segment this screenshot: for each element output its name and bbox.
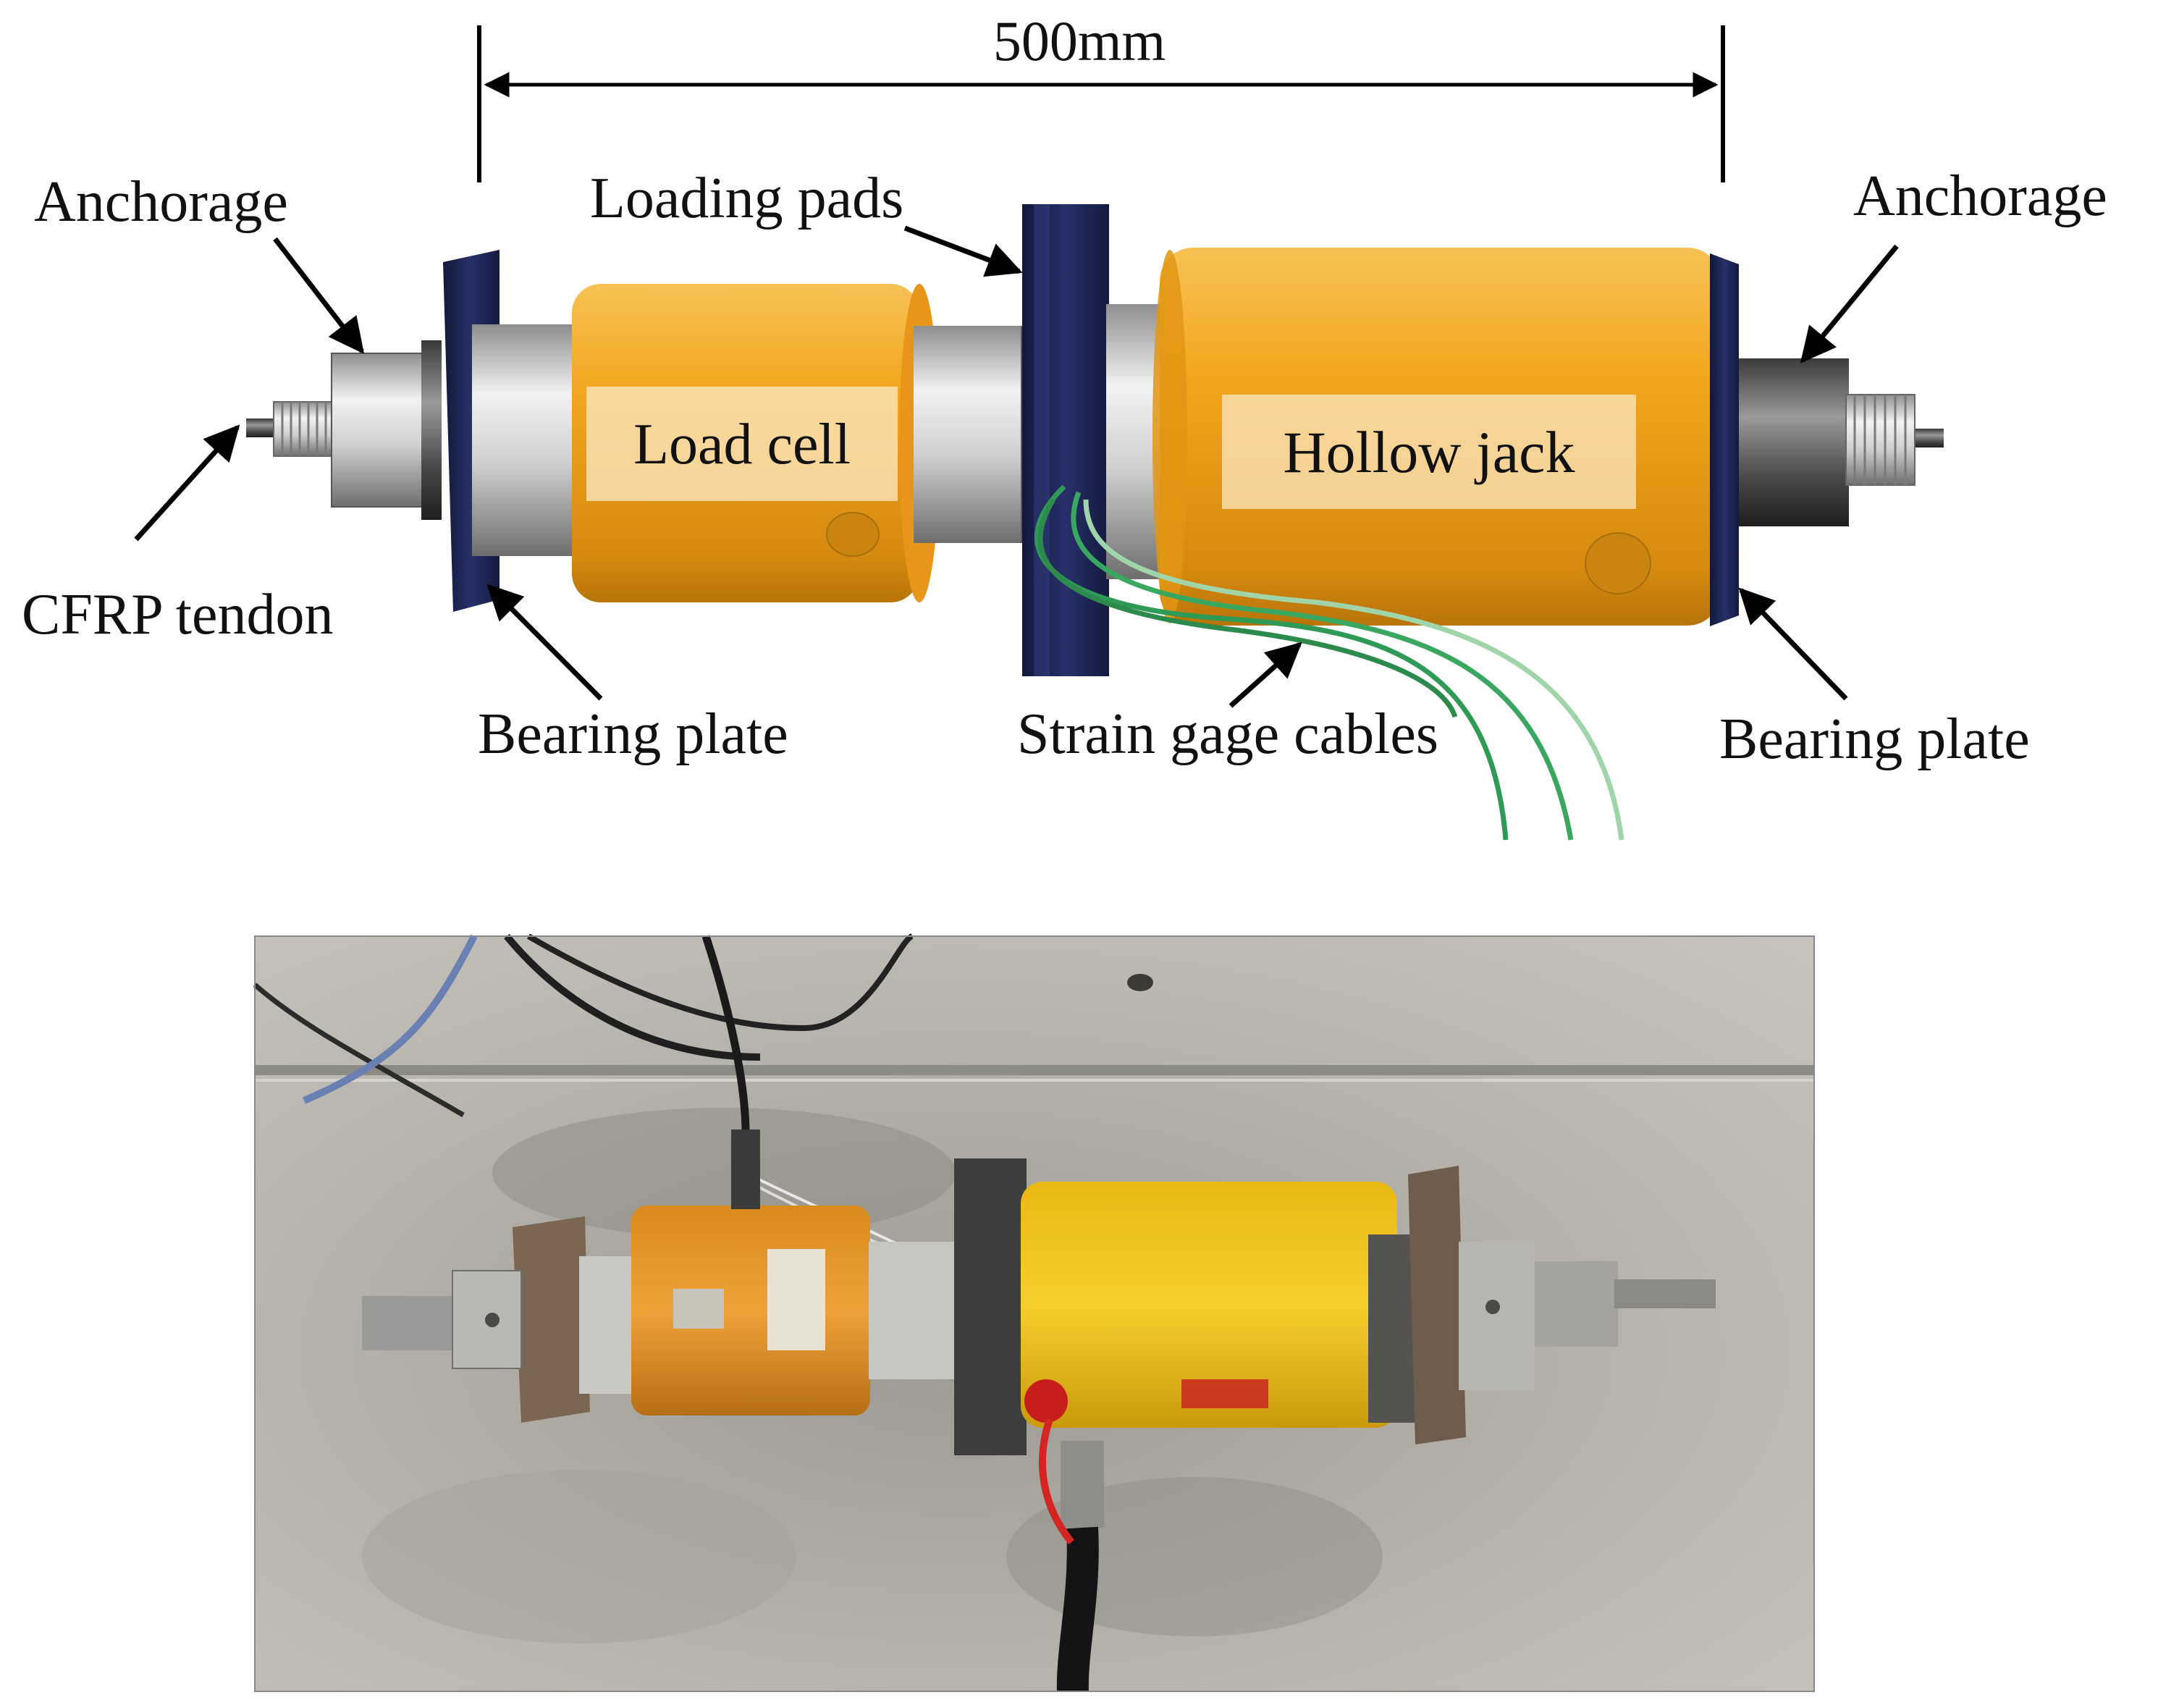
cfrp-tendon-arrow: [134, 424, 240, 542]
right-bearing-plate: [1710, 253, 1739, 626]
pointer-arrows: [134, 225, 1899, 708]
anchorage-right-arrow: [1800, 244, 1899, 363]
bearing-plate-right-arrow: [1738, 587, 1848, 701]
hollow-jack: Hollow jack: [1106, 248, 1721, 626]
strain-gage-cables-label: Strain gage cables: [1017, 702, 1438, 766]
dimension-line: 500mm: [477, 9, 1725, 182]
load-cell-assembly: Load cell: [472, 284, 1029, 602]
right-anchorage: [1739, 358, 1915, 526]
left-anchorage: [273, 340, 442, 520]
load-cell-label: Load cell: [633, 413, 851, 476]
photo-hydraulic-hose: [1039, 1418, 1104, 1692]
schematic-diagram: 500mm: [22, 9, 2107, 841]
setup-photograph: [253, 933, 1815, 1692]
anchorage-right-label: Anchorage: [1853, 164, 2107, 228]
hollow-jack-label-box: [1222, 395, 1636, 509]
cfrp-tendon-label: CFRP tendon: [22, 583, 333, 647]
dimension-label: 500mm: [993, 9, 1166, 72]
load-cell-label-box: [586, 387, 898, 501]
loading-pad: [1022, 204, 1109, 676]
hollow-jack-label: Hollow jack: [1283, 419, 1575, 485]
strain-gage-cables: [1034, 484, 1624, 841]
loading-pads-label: Loading pads: [590, 167, 903, 230]
bearing-plate-left-arrow: [486, 584, 603, 701]
loading-pads-arrow: [903, 225, 1023, 277]
strain-gage-cables-arrow: [1228, 641, 1302, 708]
bearing-plate-left-label: Bearing plate: [478, 702, 788, 766]
bearing-plate-right-label: Bearing plate: [1719, 707, 2030, 771]
anchorage-left-label: Anchorage: [34, 170, 288, 234]
cfrp-tendon-right-end: [1911, 429, 1944, 447]
anchorage-left-arrow: [273, 237, 364, 354]
